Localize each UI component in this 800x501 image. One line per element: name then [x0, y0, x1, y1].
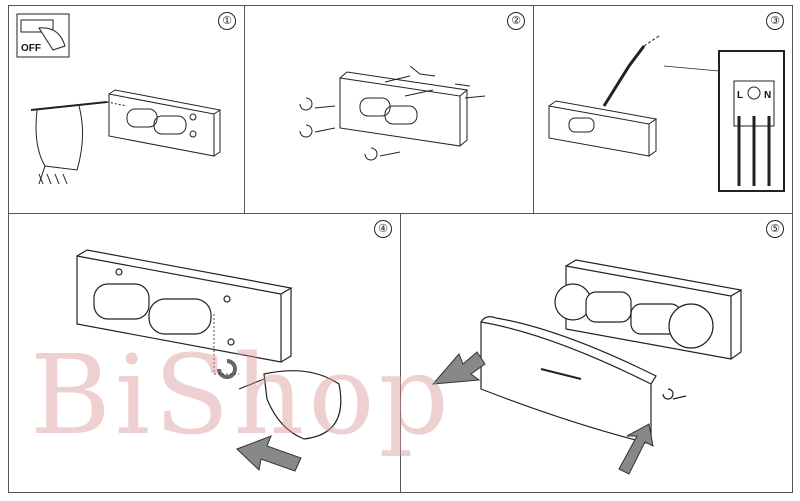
arrow-icon — [618, 423, 654, 475]
step-4-panel: ④ — [8, 213, 401, 493]
step-number: ① — [218, 12, 236, 30]
step-3-panel: ③ L N — [533, 5, 793, 214]
terminal-n-label: N — [764, 90, 771, 101]
arrow-icon — [431, 351, 486, 385]
step-5-illustration — [431, 259, 743, 475]
step-2-panel: ② — [244, 5, 534, 214]
off-label: OFF — [21, 43, 41, 54]
step-number: ③ — [766, 12, 784, 30]
step-1-panel: ① OFF — [8, 5, 245, 214]
step-4-illustration — [76, 249, 342, 472]
step-number: ⑤ — [766, 220, 784, 238]
step-1-illustration: OFF — [16, 13, 222, 185]
arrow-icon — [236, 435, 302, 472]
step-5-panel: ⑤ — [400, 213, 793, 493]
terminal-l-label: L — [737, 90, 743, 101]
step-2-illustration — [299, 65, 486, 161]
step-number: ② — [507, 12, 525, 30]
step-3-illustration: L N — [548, 35, 785, 192]
step-number: ④ — [374, 220, 392, 238]
